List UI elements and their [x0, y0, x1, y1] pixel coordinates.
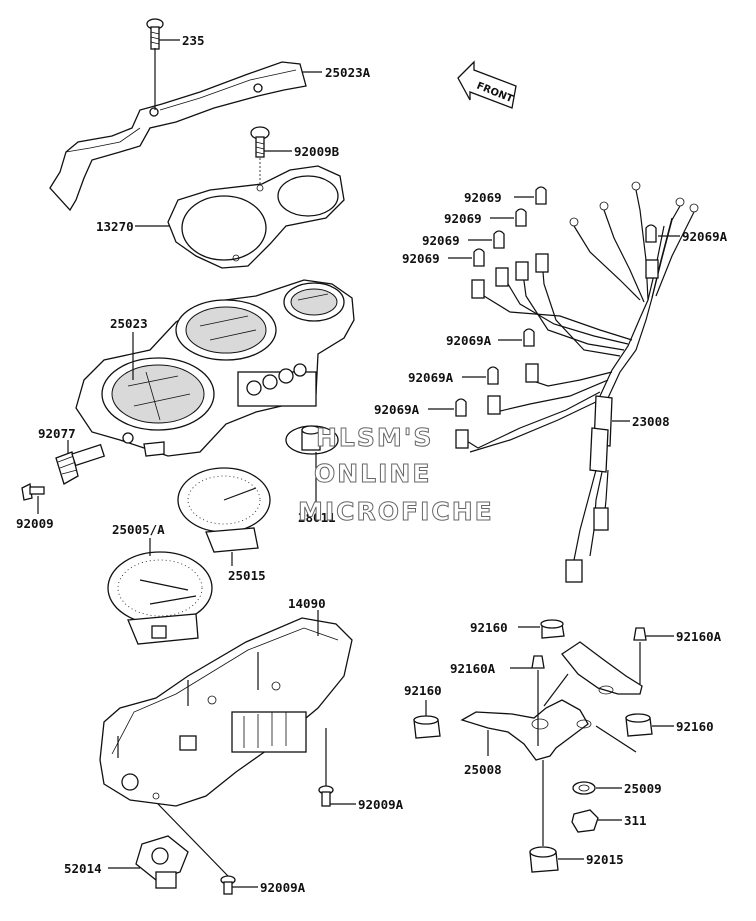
grommet-92160-right — [625, 713, 653, 737]
socket-52014 — [135, 835, 189, 889]
label-311: 311 — [624, 813, 647, 828]
label-92009A-right: 92009A — [358, 797, 404, 812]
label-25009: 25009 — [624, 781, 662, 796]
wiring-harness-23008 — [455, 181, 699, 583]
nut-311 — [571, 809, 599, 833]
front-direction-arrow: FRONT — [457, 60, 517, 109]
label-235: 235 — [182, 33, 205, 48]
meter-25005A — [107, 551, 213, 645]
label-92160-1: 92160 — [470, 620, 508, 635]
label-92069A-2: 92069A — [446, 333, 492, 348]
grommet-92015 — [529, 846, 559, 873]
label-92069-4: 92069 — [402, 251, 440, 266]
label-92009: 92009 — [16, 516, 54, 531]
label-92160A-1: 92160A — [450, 661, 496, 676]
screw-92009 — [21, 483, 45, 501]
label-92160-3: 92160 — [676, 719, 714, 734]
label-92069-3: 92069 — [422, 233, 460, 248]
screw-235 — [146, 18, 164, 50]
label-25008: 25008 — [464, 762, 502, 777]
label-52014: 52014 — [64, 861, 102, 876]
screw-92009A-right — [318, 785, 334, 807]
socket-28011 — [285, 425, 339, 455]
label-92069A-1: 92069A — [682, 229, 728, 244]
grommet-92160-top — [540, 619, 565, 639]
label-92069-2: 92069 — [444, 211, 482, 226]
grommet-92160-left — [413, 715, 441, 739]
watermark-line-1: HLSM'S — [316, 423, 433, 452]
label-25015: 25015 — [228, 568, 266, 583]
label-92160-2: 92160 — [404, 683, 442, 698]
knob-92077 — [55, 443, 106, 485]
watermark: HLSM'S ONLINE MICROFICHE — [298, 423, 494, 527]
label-92077: 92077 — [38, 426, 76, 441]
label-25005A: 25005/A — [112, 522, 165, 537]
screw-92009A-bottom — [220, 875, 236, 895]
bracket-25008 — [460, 641, 643, 761]
meter-25015 — [177, 467, 271, 553]
label-28011: 28011 — [298, 510, 336, 525]
label-23008: 23008 — [632, 414, 670, 429]
label-25023A: 25023A — [325, 65, 371, 80]
gasket-13270 — [167, 165, 345, 269]
label-92069A-3: 92069A — [408, 370, 454, 385]
collar-92160A-right — [633, 627, 647, 641]
screw-92009B — [250, 126, 270, 158]
label-92069A-4: 92069A — [374, 402, 420, 417]
collar-25009 — [572, 781, 596, 795]
collar-92160A-left — [531, 655, 545, 669]
label-92009B: 92009B — [294, 144, 340, 159]
label-92069-1: 92069 — [464, 190, 502, 205]
label-14090: 14090 — [288, 596, 326, 611]
watermark-line-3: MICROFICHE — [298, 497, 494, 526]
cover-bracket-25023A — [49, 61, 307, 212]
label-25023: 25023 — [110, 316, 148, 331]
label-92009A-bottom: 92009A — [260, 880, 306, 895]
label-13270: 13270 — [96, 219, 134, 234]
label-92160A-2: 92160A — [676, 629, 722, 644]
meter-housing-25023 — [75, 279, 355, 457]
label-92015: 92015 — [586, 852, 624, 867]
bulbs-92069 — [455, 186, 657, 417]
meter-case-14090 — [99, 617, 353, 807]
watermark-line-2: ONLINE — [314, 459, 431, 488]
